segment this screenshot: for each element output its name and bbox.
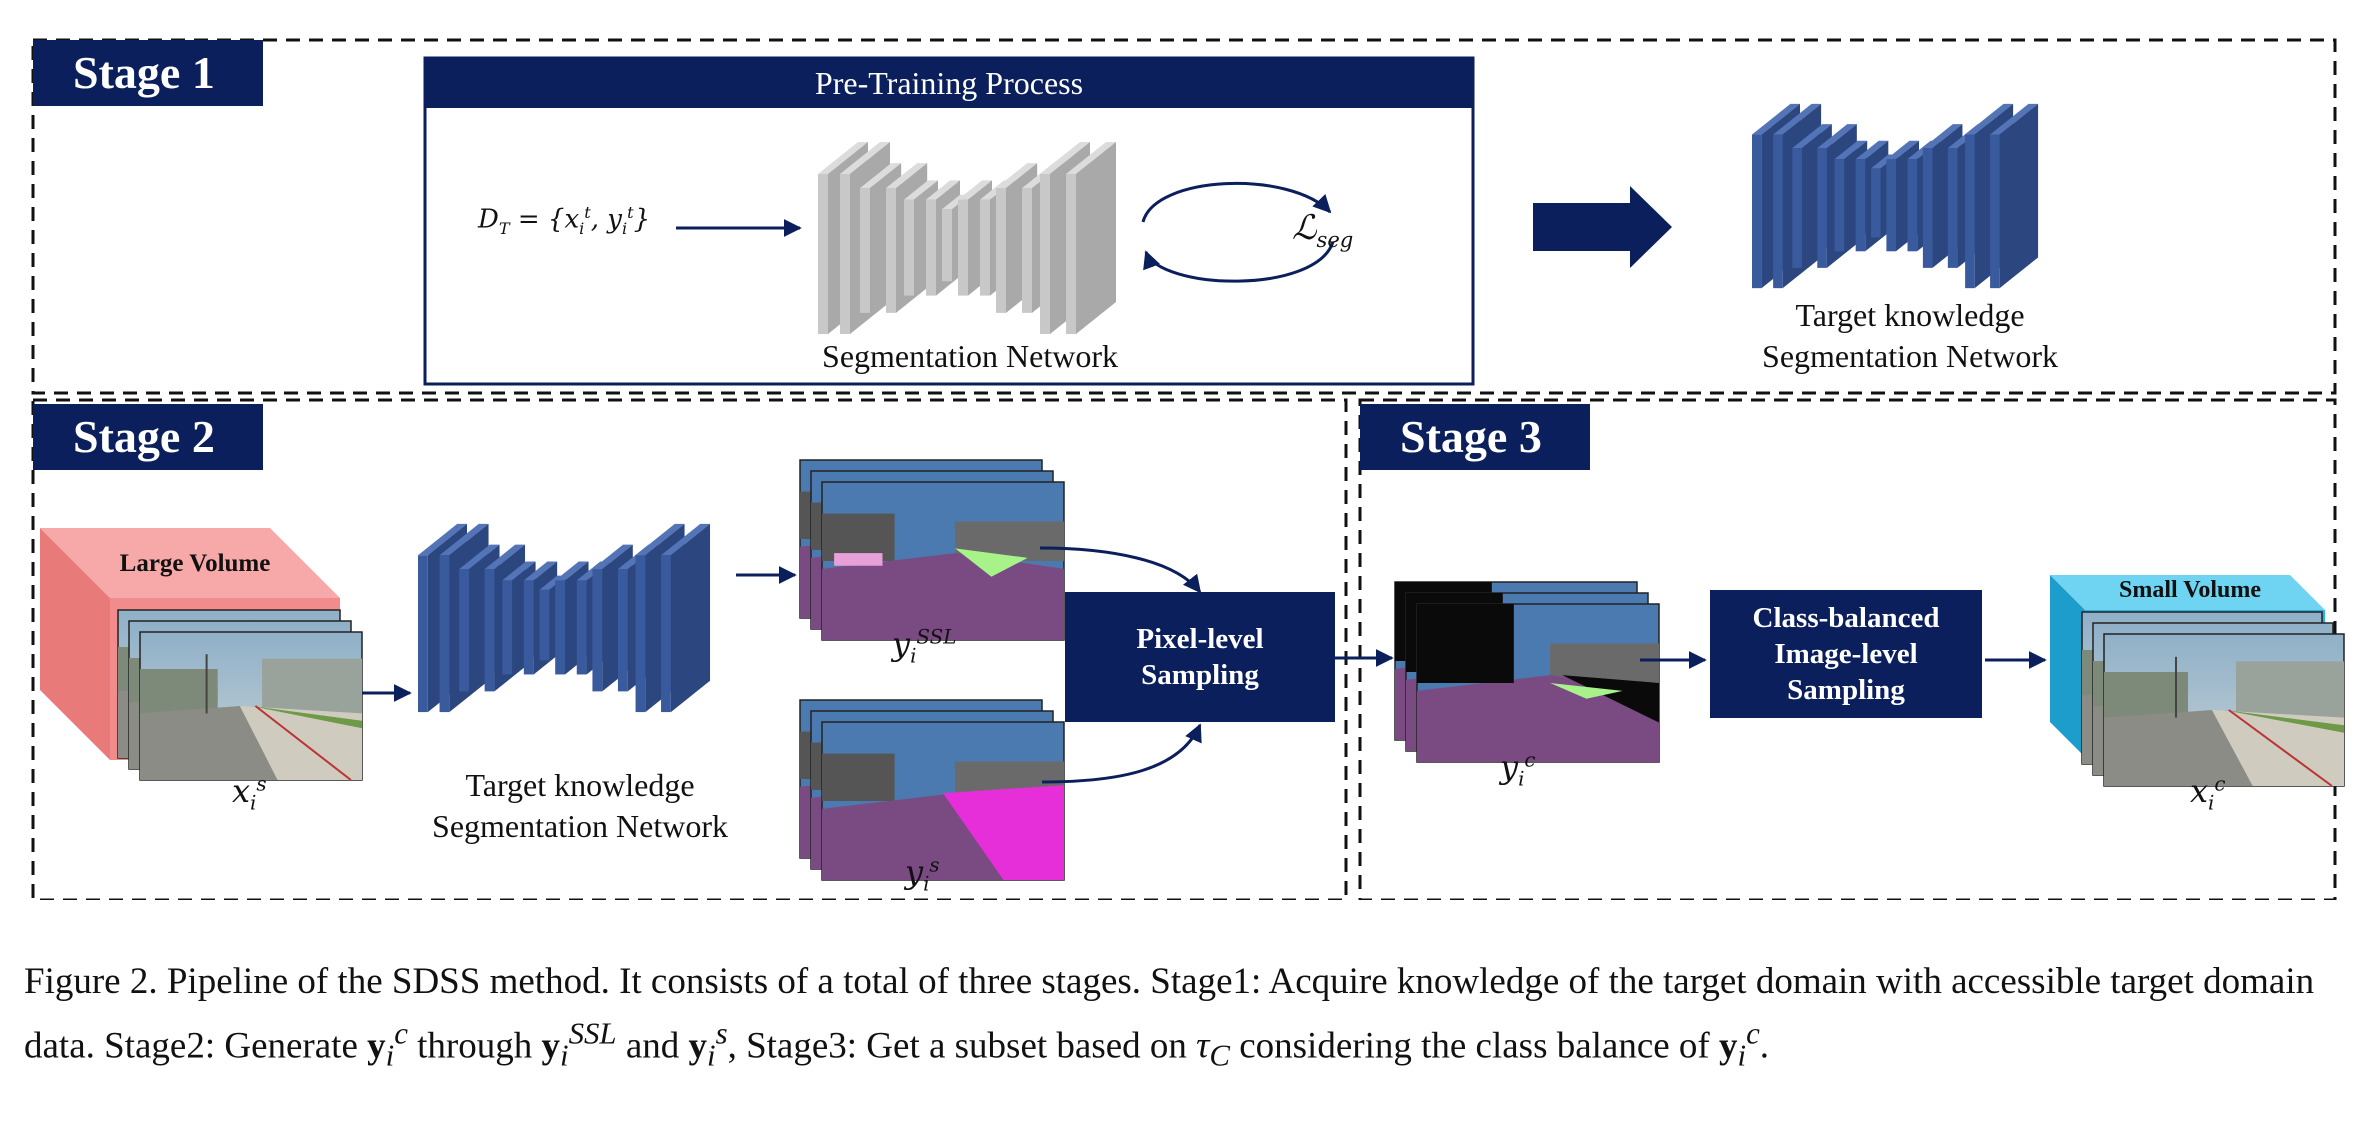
target-network-stage1 <box>1752 103 2039 289</box>
source-to-pixel-arrow <box>1041 723 1202 784</box>
caption-text: and <box>616 1025 689 1067</box>
label-line: Target knowledge <box>465 767 695 803</box>
target-network-label-stage1: Target knowledge Segmentation Network <box>1700 295 2120 376</box>
target-network-label-stage2: Target knowledge Segmentation Network <box>370 765 790 846</box>
source-images-stack <box>117 609 363 781</box>
seg-loss: ℒseg <box>1292 208 1354 252</box>
box-line: Sampling <box>1141 659 1259 691</box>
diagram-graphics <box>31 38 2345 900</box>
combined-label-stack <box>1394 581 1660 763</box>
label-line: Segmentation Network <box>1762 337 2058 374</box>
target-network-stage2 <box>418 523 711 713</box>
ssl-label-stack <box>799 459 1065 641</box>
box-line: Pixel-level <box>1136 622 1264 655</box>
label-line: Target knowledge <box>1795 297 2025 333</box>
gray-segmentation-network <box>818 142 1116 334</box>
stage2-frame <box>31 398 1348 900</box>
pretrain-header: Pre-Training Process <box>425 58 1473 108</box>
caption-ycomb: yic <box>367 1017 408 1073</box>
caption-ycomb-2: yic <box>1719 1017 1760 1073</box>
caption-text: . <box>1759 1025 1770 1067</box>
seg-network-label: Segmentation Network <box>822 338 1118 374</box>
ssl-to-pixel-arrow <box>1039 546 1202 594</box>
box-line: Class-balanced <box>1752 601 1940 634</box>
stage1-frame <box>31 38 2337 395</box>
box-line: Sampling <box>1787 674 1905 707</box>
large-volume-label: Large Volume <box>119 550 271 577</box>
pipeline-diagram: Stage 1 Stage 2 Stage 3 Pre-Training Pro… <box>31 38 2345 900</box>
subset-var: xic <box>2190 772 2226 815</box>
caption-ys: yis <box>688 1017 728 1073</box>
stage3-tab: Stage 3 <box>1360 404 1590 470</box>
caption-tau: τC <box>1196 1025 1230 1073</box>
caption-text: considering the class balance of <box>1229 1025 1720 1067</box>
source-image-var: xis <box>232 772 267 815</box>
combined-label-var: yic <box>1500 748 1536 791</box>
stage2-tab: Stage 2 <box>33 404 263 470</box>
loss-cycle-top-arrow <box>1141 181 1332 223</box>
label-line: Segmentation Network <box>432 807 728 844</box>
source-label-var: yis <box>905 853 940 896</box>
source-label-stack <box>799 699 1065 881</box>
ssl-label-var: yiSSL <box>892 625 957 668</box>
loss-cycle-bottom-arrow <box>1143 241 1335 283</box>
dataset-formula: DT = {xit, yit} <box>478 203 651 238</box>
box-line: Image-level <box>1774 637 1918 670</box>
subset-images-stack <box>2081 611 2345 787</box>
stage1-tab: Stage 1 <box>33 40 263 106</box>
caption-text: through <box>407 1025 542 1067</box>
caption-text: Figure 2. Pipeline of the SDSS method. I… <box>24 961 2315 1067</box>
small-volume-label: Small Volume <box>2118 577 2262 603</box>
transfer-block-arrow <box>1533 186 1672 268</box>
caption-text: , Stage3: Get a subset based on <box>727 1025 1197 1067</box>
figure-caption: Figure 2. Pipeline of the SDSS method. I… <box>24 955 2344 1083</box>
caption-yssl: yiSSL <box>541 1017 617 1073</box>
